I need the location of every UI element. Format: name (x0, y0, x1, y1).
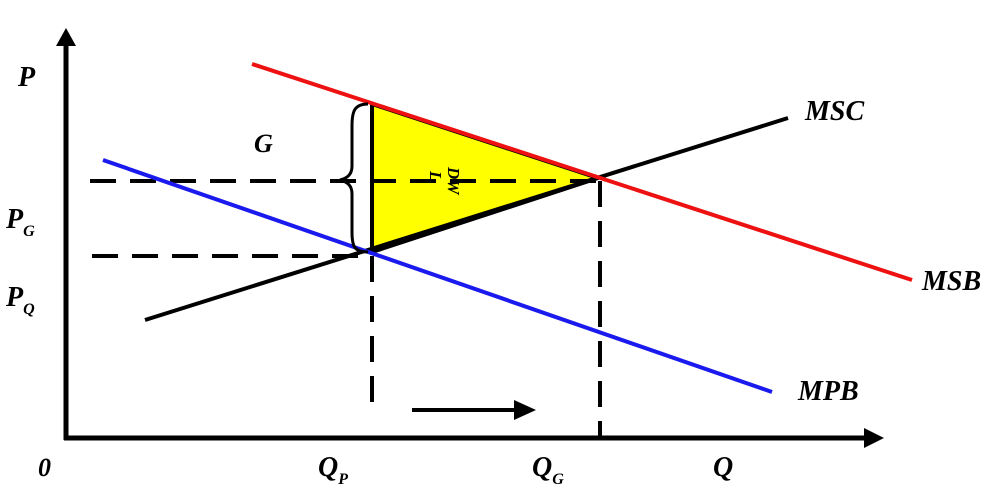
mpb-label: MPB (797, 376, 859, 407)
qg-label: QG (532, 452, 564, 488)
msb-label: MSB (921, 266, 981, 297)
pg-label-sub: G (23, 223, 35, 240)
x-axis-arrow (864, 428, 884, 448)
gap-brace (339, 102, 369, 254)
pq-label-sub: Q (23, 301, 35, 318)
pq-label-main: P (5, 282, 24, 313)
msb-curve (251, 62, 913, 282)
qp-label-sub: P (337, 471, 348, 488)
dwl-label: DW L (426, 166, 463, 196)
x-axis-label: Q (713, 452, 733, 483)
dwl-label-line1: DW (444, 166, 463, 196)
shift-arrow-head (514, 400, 536, 420)
pg-label-main: P (5, 204, 24, 235)
msc-label: MSC (804, 96, 864, 127)
qp-label-main: Q (318, 452, 338, 483)
pq-label: PQ (5, 282, 35, 318)
gap-label: G (254, 129, 273, 158)
pg-label: PG (5, 204, 35, 240)
qp-label: QP (318, 452, 348, 488)
msc-curve (144, 116, 789, 322)
origin-label: 0 (38, 453, 51, 482)
y-axis-arrow (56, 28, 76, 46)
dwl-label-line2: L (426, 170, 445, 181)
qg-label-sub: G (552, 471, 564, 488)
y-axis-label: P (17, 62, 36, 93)
dwl-triangle (370, 101, 605, 255)
qg-label-main: Q (532, 452, 552, 483)
mpb-curve (102, 158, 773, 394)
